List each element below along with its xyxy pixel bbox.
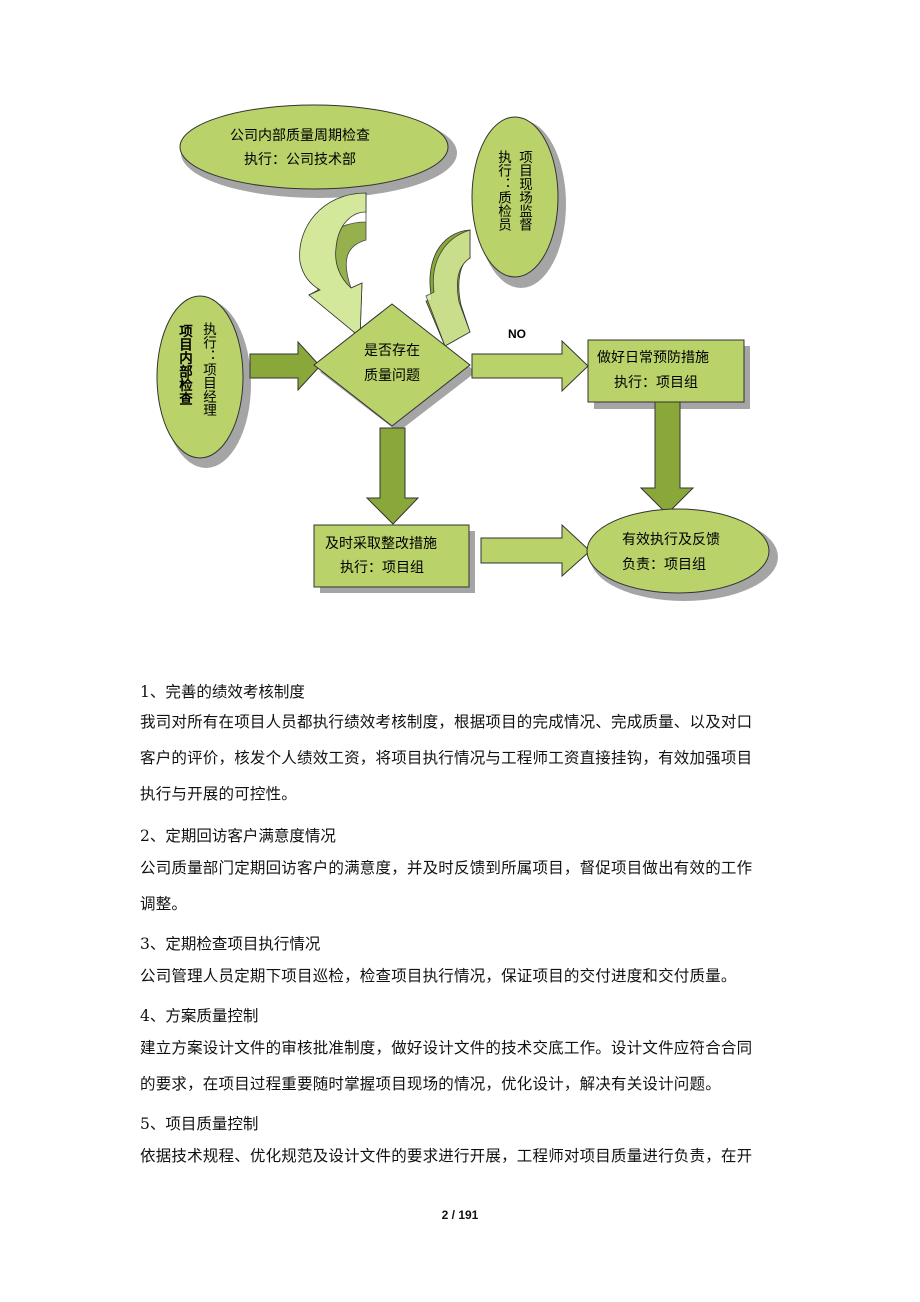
section-4-heading: 4、方案质量控制 <box>140 1007 259 1025</box>
section-1-line: 客户的评价，核发个人绩效工资，将项目执行情况与工程师工资直接挂钩，有效加强项目 <box>140 749 753 767</box>
site-supervision-line2: 执行：质检员 <box>495 150 512 232</box>
section-5-line: 依据技术规程、优化规范及设计文件的要求进行开展，工程师对项目质量进行负责，在开 <box>140 1147 753 1165</box>
section-3-heading: 3、定期检查项目执行情况 <box>140 935 321 953</box>
decision-line1: 是否存在 <box>364 343 420 359</box>
curved-arrow-company <box>299 192 367 338</box>
arrow-internal-to-decision <box>249 340 321 392</box>
section-3-line: 公司管理人员定期下项目巡检，检查项目执行情况，保证项目的交付进度和交付质量。 <box>140 967 737 985</box>
section-4-line: 的要求，在项目过程重要随时掌握项目现场的情况，优化设计，解决有关设计问题。 <box>140 1075 721 1093</box>
curved-arrow-site <box>425 229 471 347</box>
prevent-line1: 做好日常预防措施 <box>597 350 709 366</box>
decision-line2: 质量问题 <box>364 368 420 384</box>
arrow-decision-to-prevent <box>471 339 589 393</box>
section-2-heading: 2、定期回访客户满意度情况 <box>140 827 336 845</box>
page-number: 2 / 191 <box>441 1208 479 1222</box>
arrow-prevent-to-feedback <box>639 401 695 515</box>
section-1-body: 我司对所有在项目人员都执行绩效考核制度，根据项目的完成情况、完成质量、以及对口 … <box>140 704 780 812</box>
feedback-node: 有效执行及反馈 负责：项目组 <box>586 508 778 601</box>
section-2-body: 公司质量部门定期回访客户的满意度，并及时反馈到所属项目，督促项目做出有效的工作 … <box>140 850 780 922</box>
company-check-node: 公司内部质量周期检查 执行：公司技术部 <box>179 104 457 198</box>
rectify-node: 及时采取整改措施 执行：项目组 <box>313 524 475 593</box>
site-supervision-node: 项目现场监督 执行：质检员 <box>471 116 566 288</box>
company-check-line1: 公司内部质量周期检查 <box>230 128 370 144</box>
section-2-line: 公司质量部门定期回访客户的满意度，并及时反馈到所属项目，督促项目做出有效的工作 <box>140 859 753 877</box>
section-1-line: 执行与开展的可控性。 <box>140 785 298 803</box>
rectify-line1: 及时采取整改措施 <box>325 536 437 552</box>
prevent-node: 做好日常预防措施 执行：项目组 <box>587 339 750 409</box>
section-2-line: 调整。 <box>140 895 188 913</box>
site-supervision-line1: 项目现场监督 <box>516 150 533 231</box>
no-label: NO <box>508 327 526 341</box>
rectify-line2: 执行：项目组 <box>340 560 424 576</box>
section-3-body: 公司管理人员定期下项目巡检，检查项目执行情况，保证项目的交付进度和交付质量。 <box>140 958 780 994</box>
feedback-line1: 有效执行及反馈 <box>622 532 720 548</box>
company-check-line2: 执行：公司技术部 <box>244 152 356 168</box>
section-1-heading: 1、完善的绩效考核制度 <box>140 683 305 701</box>
internal-check-node: 项目内部检查 执行：项目经理 <box>156 295 251 468</box>
section-1-line: 我司对所有在项目人员都执行绩效考核制度，根据项目的完成情况、完成质量、以及对口 <box>140 713 753 731</box>
internal-check-line2: 执行：项目经理 <box>200 322 217 417</box>
section-4-body: 建立方案设计文件的审核批准制度，做好设计文件的技术交底工作。设计文件应符合合同 … <box>140 1030 780 1102</box>
quality-flowchart: 公司内部质量周期检查 执行：公司技术部 项目现场监督 执行：质检员 项目内部检查… <box>156 104 778 601</box>
section-5-heading: 5、项目质量控制 <box>140 1115 259 1133</box>
internal-check-line1: 项目内部检查 <box>176 324 193 406</box>
section-5-body: 依据技术规程、优化规范及设计文件的要求进行开展，工程师对项目质量进行负责，在开 <box>140 1138 780 1174</box>
arrow-rectify-to-feedback <box>480 523 591 578</box>
feedback-line2: 负责：项目组 <box>622 557 706 573</box>
section-4-line: 建立方案设计文件的审核批准制度，做好设计文件的技术交底工作。设计文件应符合合同 <box>140 1039 753 1057</box>
arrow-decision-to-rectify <box>365 427 420 525</box>
prevent-line2: 执行：项目组 <box>614 375 698 391</box>
decision-node: 是否存在 质量问题 <box>313 303 476 432</box>
